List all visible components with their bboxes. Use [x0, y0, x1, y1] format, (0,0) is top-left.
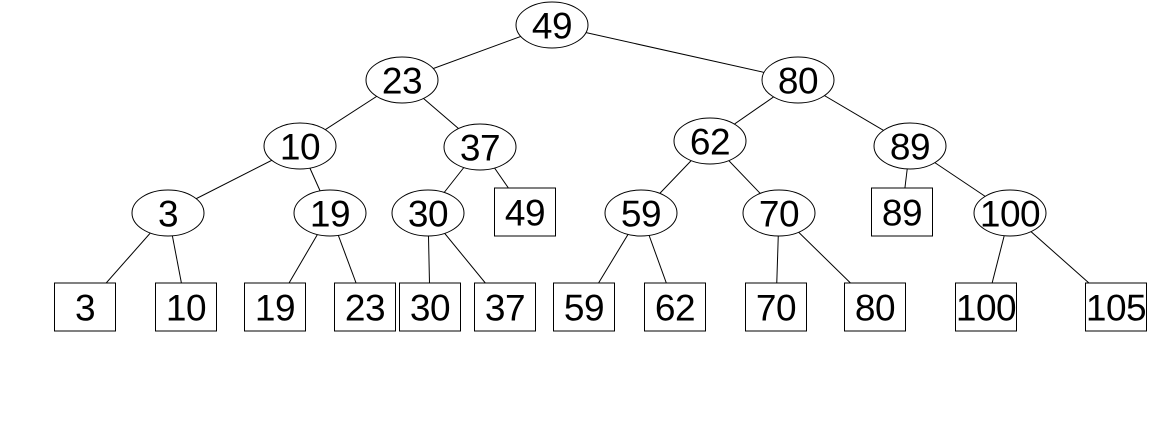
- leaf-node-3: 3: [54, 282, 116, 332]
- node-label: 49: [505, 193, 545, 234]
- internal-node-3: 3: [131, 189, 205, 237]
- internal-node-62: 62: [673, 117, 747, 165]
- rect-node-shape: [155, 282, 217, 332]
- node-label: 37: [460, 128, 500, 169]
- tree-edge-n49-n80: [551, 24, 799, 81]
- node-label: 100: [956, 288, 1016, 329]
- rect-node-shape: [474, 282, 536, 332]
- rect-node-shape: [871, 187, 933, 237]
- rect-node-shape: [644, 282, 706, 332]
- internal-node-89: 89: [873, 122, 947, 170]
- ellipse-node-shape: [973, 189, 1047, 237]
- leaf-node-30: 30: [399, 282, 461, 332]
- node-label: 23: [382, 61, 422, 102]
- leaf-node-80: 80: [844, 282, 906, 332]
- node-label: 23: [345, 288, 385, 329]
- node-label: 19: [255, 288, 295, 329]
- node-label: 80: [778, 61, 818, 102]
- node-label: 30: [410, 288, 450, 329]
- ellipse-node-shape: [673, 117, 747, 165]
- node-label: 37: [485, 288, 525, 329]
- internal-node-10: 10: [263, 122, 337, 170]
- node-label: 10: [166, 288, 206, 329]
- rect-node-shape: [54, 282, 116, 332]
- node-label: 3: [158, 194, 178, 235]
- leaf-node-49: 49: [494, 187, 556, 237]
- node-label: 70: [759, 194, 799, 235]
- internal-node-80: 80: [761, 56, 835, 104]
- node-label: 80: [855, 288, 895, 329]
- rect-node-shape: [553, 282, 615, 332]
- leaf-node-59: 59: [553, 282, 615, 332]
- internal-node-30: 30: [391, 189, 465, 237]
- leaf-node-19: 19: [244, 282, 306, 332]
- ellipse-node-shape: [131, 189, 205, 237]
- node-label: 30: [408, 194, 448, 235]
- node-label: 62: [655, 288, 695, 329]
- ellipse-node-shape: [365, 56, 439, 104]
- node-label: 70: [756, 288, 796, 329]
- internal-node-100: 100: [973, 189, 1047, 237]
- internal-node-37: 37: [443, 123, 517, 171]
- internal-node-49: 49: [515, 1, 589, 49]
- leaf-node-100: 100: [955, 282, 1017, 332]
- rect-node-shape: [955, 282, 1017, 332]
- rect-node-shape: [244, 282, 306, 332]
- rect-node-shape: [334, 282, 396, 332]
- internal-node-23: 23: [365, 56, 439, 104]
- internal-node-70: 70: [742, 189, 816, 237]
- leaf-node-62: 62: [644, 282, 706, 332]
- rect-node-shape: [1085, 282, 1147, 332]
- internal-node-19: 19: [293, 189, 367, 237]
- rect-node-shape: [745, 282, 807, 332]
- node-label: 62: [690, 122, 730, 163]
- rect-node-shape: [399, 282, 461, 332]
- ellipse-node-shape: [391, 189, 465, 237]
- node-label: 10: [280, 127, 320, 168]
- ellipse-node-shape: [515, 1, 589, 49]
- leaf-node-37: 37: [474, 282, 536, 332]
- leaf-node-70: 70: [745, 282, 807, 332]
- node-label: 49: [532, 6, 572, 47]
- node-label: 105: [1086, 288, 1146, 329]
- leaf-node-23: 23: [334, 282, 396, 332]
- node-label: 89: [890, 127, 930, 168]
- internal-node-59: 59: [604, 189, 678, 237]
- ellipse-node-shape: [263, 122, 337, 170]
- ellipse-node-shape: [742, 189, 816, 237]
- node-label: 100: [980, 194, 1040, 235]
- leaf-node-10: 10: [155, 282, 217, 332]
- ellipse-node-shape: [443, 123, 517, 171]
- leaf-node-89: 89: [871, 187, 933, 237]
- rect-node-shape: [494, 187, 556, 237]
- ellipse-node-shape: [604, 189, 678, 237]
- node-label: 89: [882, 193, 922, 234]
- leaf-node-105: 105: [1085, 282, 1147, 332]
- node-label: 59: [621, 194, 661, 235]
- ellipse-node-shape: [873, 122, 947, 170]
- node-label: 59: [564, 288, 604, 329]
- node-label: 3: [75, 288, 95, 329]
- rect-node-shape: [844, 282, 906, 332]
- ellipse-node-shape: [761, 56, 835, 104]
- ellipse-node-shape: [293, 189, 367, 237]
- node-label: 19: [310, 194, 350, 235]
